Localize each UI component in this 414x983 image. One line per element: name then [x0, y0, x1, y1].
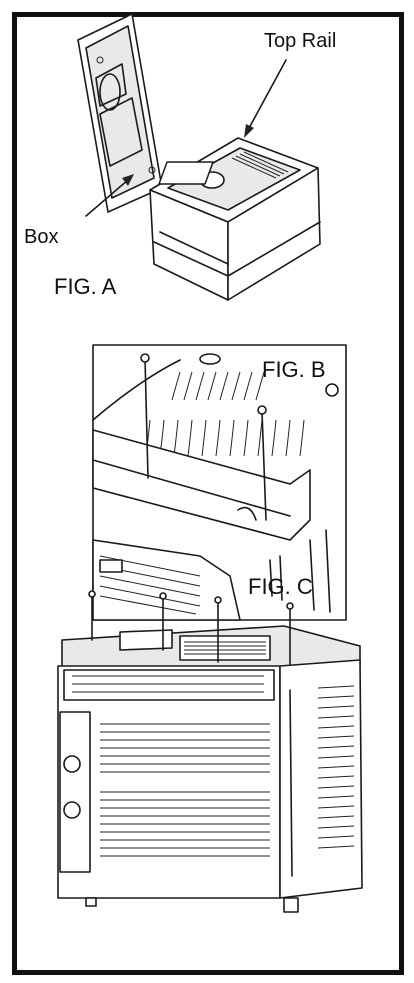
callout-box: Box — [24, 226, 59, 248]
fig-b-label: FIG. B — [262, 357, 326, 382]
fig-a-label: FIG. A — [54, 274, 117, 299]
fig-c-label: FIG. C — [248, 574, 313, 599]
callout-top-rail: Top Rail — [264, 30, 337, 52]
